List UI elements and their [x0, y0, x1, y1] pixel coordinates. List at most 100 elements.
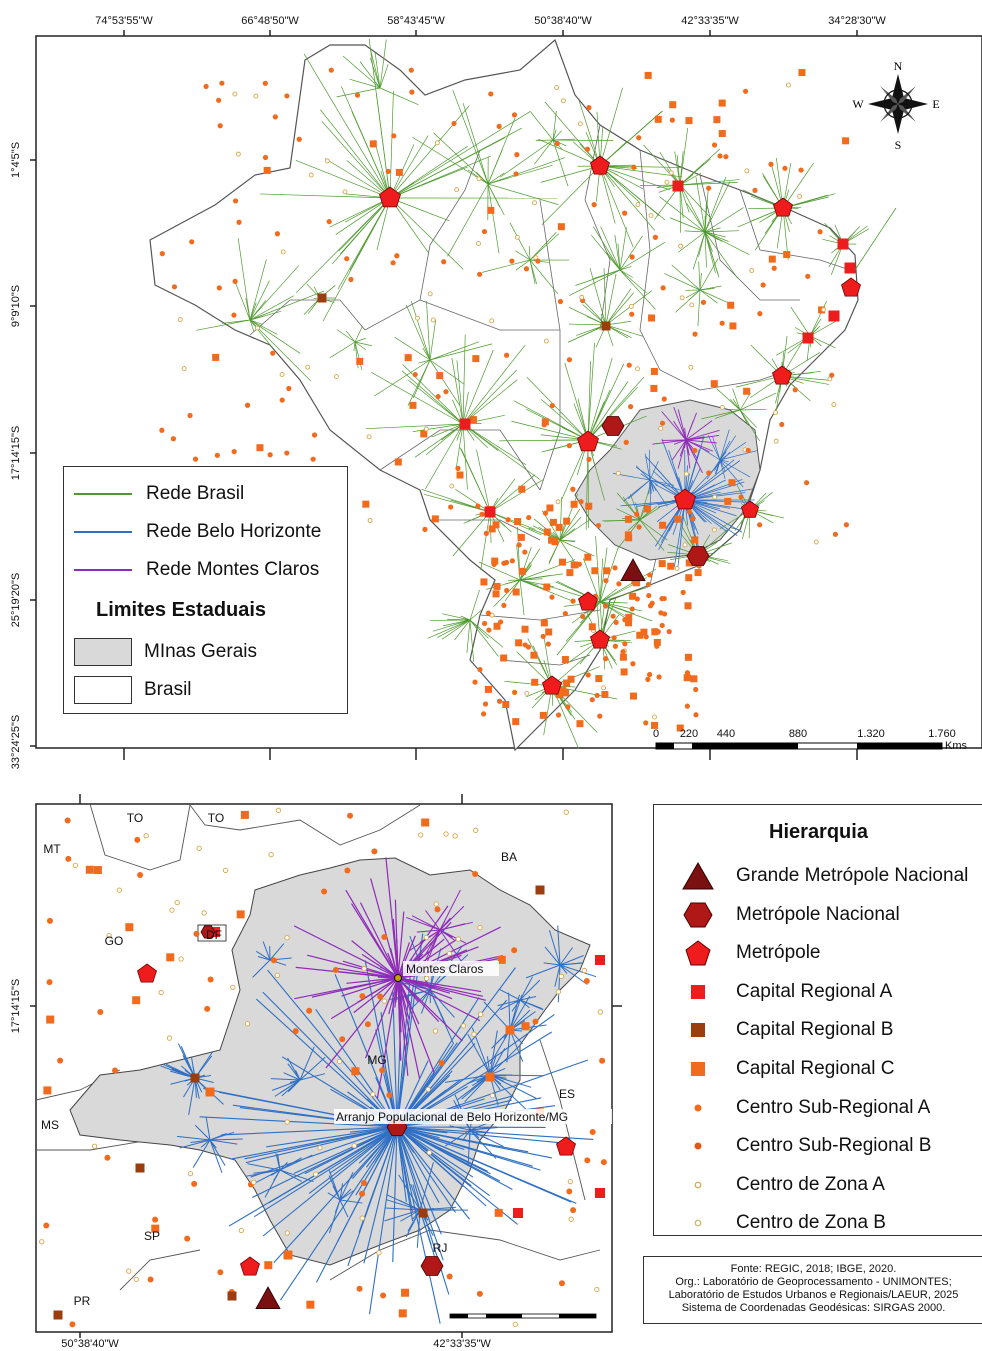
network-link [389, 135, 429, 199]
network-link [719, 459, 726, 479]
centro-sub-regional-icon [576, 561, 582, 567]
centro-de-zona-icon [477, 1011, 484, 1018]
network-link [447, 183, 489, 257]
brazil-outline [149, 38, 859, 752]
network-link [511, 420, 589, 441]
line-swatch [74, 493, 132, 495]
network-link [639, 519, 665, 551]
network-link [259, 193, 391, 199]
network-link [374, 139, 391, 199]
centro-sub-regional-icon [347, 812, 354, 819]
network-link [414, 423, 464, 458]
centro-de-zona-icon [831, 402, 837, 408]
centro-sub-regional-icon [112, 1067, 119, 1074]
network-link [552, 139, 569, 187]
network-link [396, 1126, 440, 1203]
network-link [489, 1029, 511, 1065]
centro-sub-regional-icon [717, 153, 723, 159]
network-link [425, 910, 441, 931]
capital-regional-icon [659, 521, 667, 529]
network-link [439, 905, 465, 931]
capital-regional-icon [570, 500, 578, 508]
top-nodes [159, 67, 861, 732]
centro-sub-regional-icon [782, 165, 788, 171]
network-link [701, 409, 741, 420]
centro-sub-regional-icon [203, 83, 209, 90]
centro-sub-regional-icon [565, 704, 571, 710]
centro-sub-regional-icon [236, 219, 242, 225]
centro-sub-regional-icon [832, 531, 839, 537]
centro-de-zona-icon [133, 1276, 139, 1283]
network-link [336, 87, 381, 98]
centro-sub-regional-icon [659, 622, 665, 629]
centro-sub-regional-icon [64, 817, 71, 824]
network-link [599, 547, 608, 603]
network-link [427, 619, 471, 639]
capital-regional-icon [644, 71, 652, 79]
network-link [599, 165, 656, 231]
ring-icon [674, 1206, 722, 1240]
centro-sub-regional-icon [622, 641, 628, 647]
centro-de-zona-icon [305, 364, 311, 370]
state-label-ba: BA [501, 850, 517, 864]
capital-regional-icon [469, 416, 477, 424]
centro-sub-regional-icon [558, 1280, 565, 1287]
centro-sub-regional-icon [686, 509, 693, 515]
network-link [385, 857, 399, 979]
network-link [732, 398, 741, 411]
legend-item: Rede Brasil [74, 477, 244, 511]
capital-regional-icon [512, 718, 520, 726]
centro-de-zona-icon [688, 364, 694, 370]
centro-sub-regional-icon [629, 254, 635, 260]
centro-de-zona-icon [230, 984, 236, 991]
network-link [489, 1074, 529, 1112]
centro-sub-regional-icon [284, 93, 290, 99]
centro-sub-regional-icon [217, 123, 223, 129]
centro-sub-regional-icon [693, 712, 699, 718]
network-link [364, 977, 399, 1059]
network-link [519, 999, 530, 1009]
capital-regional-icon [264, 1261, 273, 1270]
network-link [359, 61, 381, 89]
network-link [587, 357, 613, 441]
network-link [673, 420, 687, 441]
centro-sub-regional-icon [104, 1154, 111, 1161]
capital-regional-icon [619, 653, 627, 661]
network-link [489, 1074, 544, 1077]
centro-sub-regional-icon [348, 276, 354, 283]
network-link [739, 409, 748, 424]
network-link [548, 930, 561, 966]
network-link [410, 300, 431, 361]
capital-regional-icon [694, 569, 702, 577]
network-link [418, 359, 431, 364]
capital-regional-icon [557, 223, 565, 231]
capital-regional-icon [151, 1224, 160, 1233]
network-link [685, 429, 720, 441]
centro-sub-regional-icon [46, 979, 53, 986]
network-link [679, 179, 740, 186]
centro-sub-regional-icon [482, 701, 489, 707]
centro-sub-regional-icon [634, 511, 640, 517]
network-link [426, 301, 431, 361]
network-link [554, 964, 561, 987]
centro-sub-regional-icon [829, 372, 835, 378]
network-link [704, 176, 727, 233]
network-link [714, 409, 741, 419]
capital-regional-icon [409, 401, 417, 409]
network-link [674, 151, 681, 186]
network-link [543, 962, 561, 966]
network-link [192, 1139, 211, 1168]
centro-sub-regional-icon [412, 371, 418, 378]
network-link [719, 450, 758, 461]
network-link [679, 439, 687, 457]
centro-de-zona-icon [476, 176, 482, 182]
centro-sub-regional-icon [214, 452, 220, 458]
centro-de-zona-icon [555, 499, 561, 505]
network-link [253, 1169, 281, 1174]
network-link [249, 319, 301, 354]
compass-w: W [852, 97, 864, 111]
centro-sub-regional-icon [595, 522, 602, 529]
centro-sub-regional-icon [631, 164, 637, 170]
network-link [685, 412, 697, 441]
capital-regional-icon [676, 724, 684, 732]
